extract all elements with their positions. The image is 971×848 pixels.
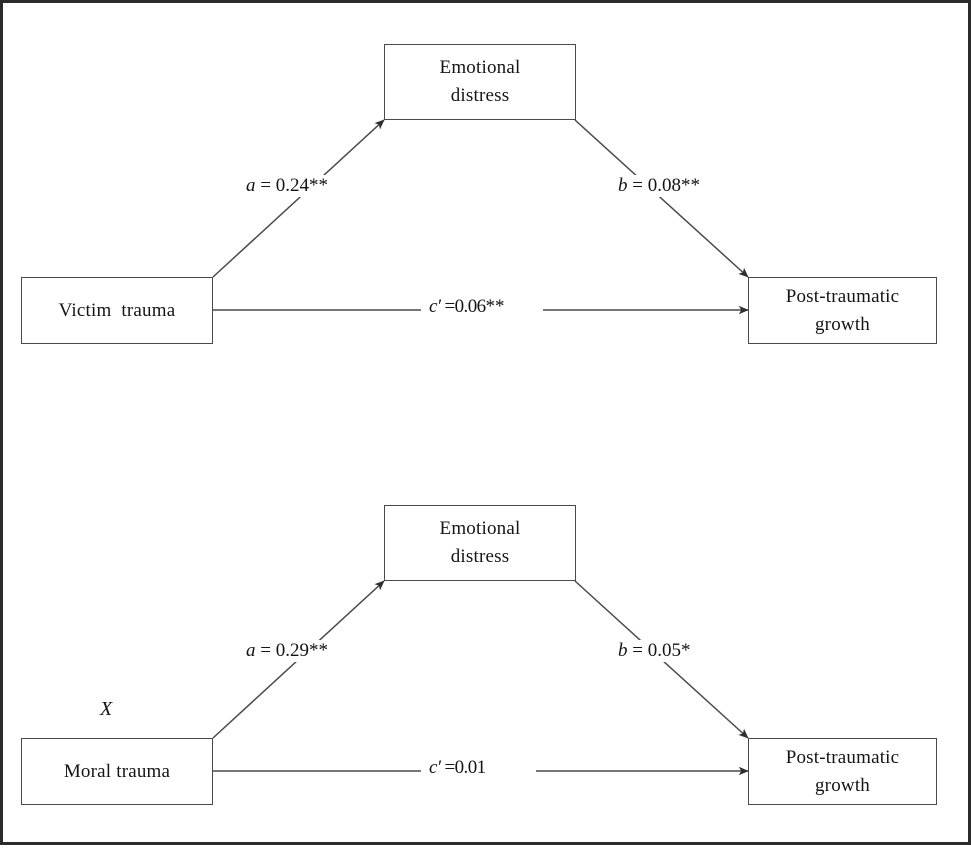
- path-b-arrow-top: [574, 119, 749, 278]
- mediator-top-line2: distress: [450, 85, 510, 106]
- coef-a-bottom: a = 0.29**: [243, 640, 331, 662]
- coef-c-prime-top-value: =0.06: [440, 296, 487, 317]
- coef-a-top: a = 0.24**: [243, 175, 331, 197]
- coef-b-bottom-value: = 0.05: [627, 640, 681, 661]
- coef-c-prime-bottom-symbol: c′: [429, 757, 441, 778]
- coef-b-top: b = 0.08**: [615, 175, 703, 197]
- mediator-bottom-line2: distress: [450, 546, 510, 567]
- predictor-variable-annotation-x: X: [100, 698, 113, 720]
- coef-b-bottom-symbol: b: [618, 640, 628, 661]
- outcome-top-line1: Post-traumatic: [785, 285, 900, 307]
- outcome-bottom-line1: Post-traumatic: [785, 746, 900, 768]
- coef-c-prime-top-stars: **: [485, 296, 505, 317]
- node-predictor-moral-trauma: Moral trauma: [21, 738, 213, 805]
- node-mediator-bottom: Emotional distress: [384, 505, 576, 581]
- coef-a-top-symbol: a: [246, 175, 256, 196]
- predictor-bottom-label: Moral trauma: [63, 760, 171, 782]
- coef-a-bottom-symbol: a: [246, 640, 256, 661]
- outcome-top-line2: growth: [814, 313, 871, 335]
- coef-c-prime-bottom-value: =0.01: [440, 757, 487, 778]
- coef-c-prime-top-symbol: c′: [429, 296, 441, 317]
- coef-b-bottom-stars: *: [680, 640, 691, 661]
- mediator-top-line1: Emotional: [439, 57, 521, 79]
- coef-b-bottom: b = 0.05*: [615, 640, 694, 662]
- path-a-arrow-top: [212, 119, 385, 278]
- node-predictor-victim-trauma: Victim trauma: [21, 277, 213, 344]
- outcome-bottom-line2: growth: [814, 774, 871, 796]
- node-outcome-bottom: Post-traumatic growth: [748, 738, 937, 805]
- coef-c-prime-top: c′ =0.06**: [426, 296, 508, 318]
- coef-c-prime-bottom: c′ =0.01: [426, 757, 489, 779]
- predictor-top-label: Victim trauma: [58, 299, 176, 321]
- coef-a-bottom-value: = 0.29: [255, 640, 309, 661]
- coef-b-top-stars: **: [680, 175, 700, 196]
- node-mediator-top: Emotional distress: [384, 44, 576, 120]
- coef-a-bottom-stars: **: [308, 640, 328, 661]
- diagram-connectors: [212, 119, 749, 776]
- coef-a-top-value: = 0.24: [255, 175, 309, 196]
- coef-a-top-stars: **: [308, 175, 328, 196]
- coef-b-top-value: = 0.08: [627, 175, 681, 196]
- coef-b-top-symbol: b: [618, 175, 628, 196]
- mediator-bottom-line1: Emotional: [439, 518, 521, 540]
- node-outcome-top: Post-traumatic growth: [748, 277, 937, 344]
